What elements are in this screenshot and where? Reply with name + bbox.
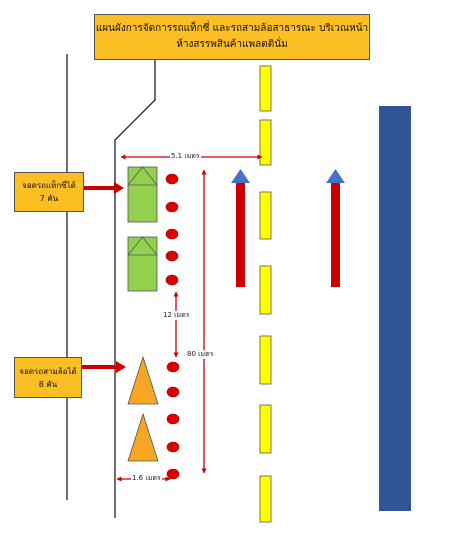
lane-dash	[259, 65, 272, 112]
lane-divider	[259, 65, 272, 523]
red-dot-icon	[165, 228, 179, 240]
lane-dash	[259, 335, 272, 385]
curb-offset-label: 1.6 เมตร	[131, 474, 162, 483]
taxi-zone-label: จอดรถแท็กซี่ได้ 7 คัน	[14, 172, 84, 212]
tuktuk-pointer-arrow	[82, 361, 126, 373]
red-dot-icon	[166, 386, 180, 398]
taxi-zone-count: 7 คัน	[39, 194, 59, 203]
spacing-label: 12 เมตร	[162, 311, 191, 320]
tuktuk-parking-spot	[127, 412, 159, 462]
red-dot-icon	[165, 274, 179, 286]
taxi-pointer-arrow	[84, 182, 124, 194]
red-dot-icon	[165, 173, 179, 185]
tuktuk-zone-text: จอดรถสามล้อได้	[19, 366, 77, 376]
lane-dash	[259, 265, 272, 315]
taxi-zone-text: จอดรถแท็กซี่ได้	[22, 181, 76, 190]
red-dot-icon	[166, 413, 180, 425]
median-strip	[379, 106, 411, 511]
tuktuk-parking-spot	[127, 355, 159, 405]
tuktuk-zone-count: 8 คัน	[38, 379, 58, 389]
red-dot-icon	[166, 361, 180, 373]
lane-dash	[259, 191, 272, 240]
arrow-up-icon	[231, 169, 250, 287]
tuktuk-zone-label: จอดรถสามล้อได้ 8 คัน	[14, 357, 82, 398]
road-width-label: 5.1 เมตร	[170, 152, 201, 161]
lane-dash	[259, 119, 272, 166]
title-line-2: ห้างสรรพสินค้าแพลตตินั่ม	[176, 39, 288, 50]
taxi-parking-spot	[127, 236, 158, 292]
curb-line	[114, 60, 156, 518]
red-dot-icon	[165, 201, 179, 213]
title-box: แผนผังการจัดการรถแท็กซี่ และรถสามล้อสาธา…	[94, 14, 370, 60]
red-dot-icon	[166, 441, 180, 453]
lane-dash	[259, 404, 272, 454]
arrow-up-icon	[326, 169, 345, 287]
lane-dash	[259, 475, 272, 523]
title-line-1: แผนผังการจัดการรถแท็กซี่ และรถสามล้อสาธา…	[95, 23, 369, 34]
red-dot-icon	[165, 250, 179, 262]
taxi-parking-spot	[127, 166, 158, 223]
red-dot-icon	[166, 468, 180, 480]
cone-markers	[165, 173, 180, 480]
zone-length-label: 80 เมตร	[186, 350, 215, 359]
